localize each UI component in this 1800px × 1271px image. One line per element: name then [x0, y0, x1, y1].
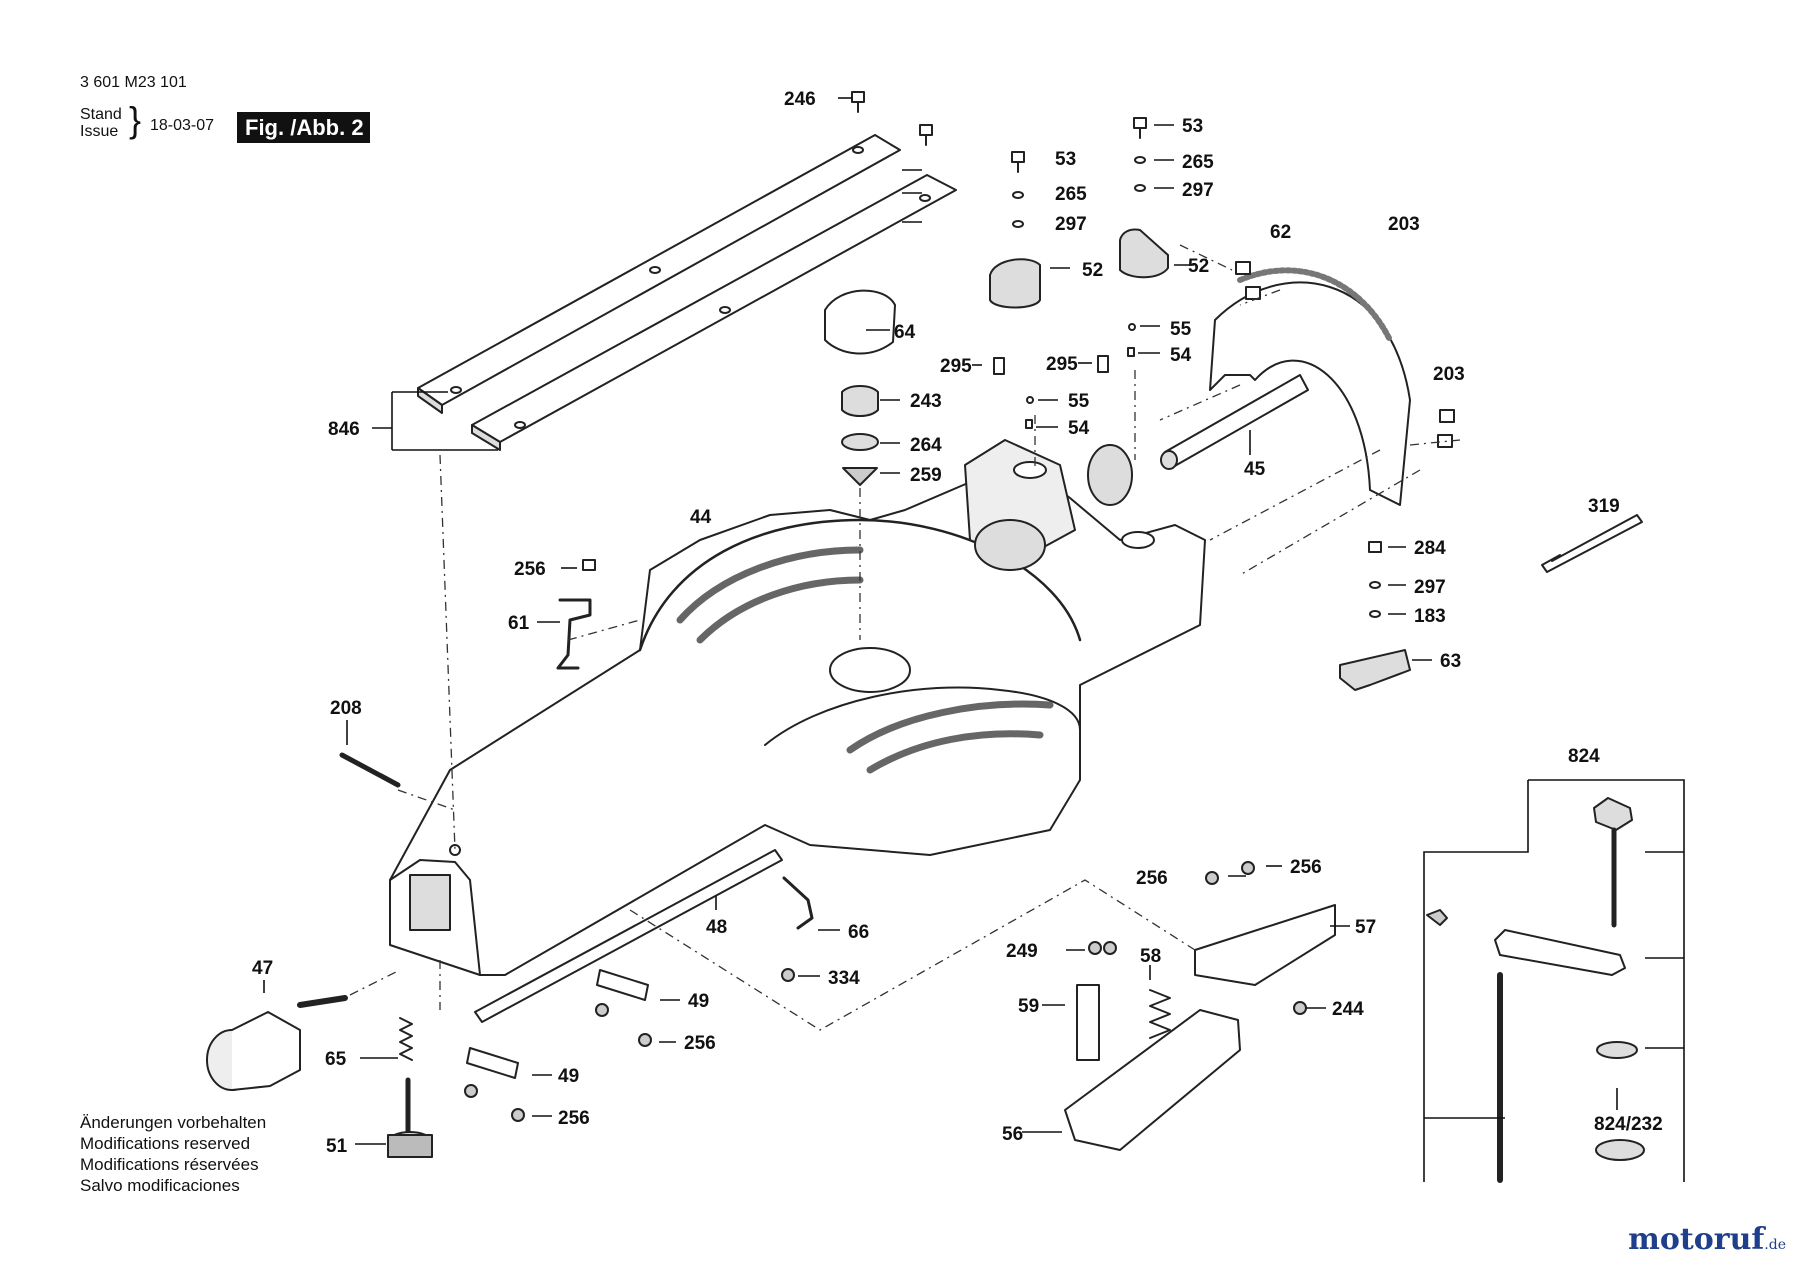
label-256: 256: [558, 1108, 590, 1129]
knob-51: [387, 1077, 433, 1158]
label-48: 48: [706, 917, 727, 938]
label-256: 256: [1136, 868, 1168, 889]
rod-48: [474, 849, 783, 1023]
label-256: 256: [514, 559, 546, 580]
label-54: 54: [1068, 418, 1090, 439]
brand-tld: .de: [1764, 1237, 1786, 1253]
bracket-66: [781, 876, 814, 982]
leader-lines: [263, 97, 1685, 1182]
label-297: 297: [1414, 577, 1446, 598]
label-243: 243: [910, 391, 942, 412]
clamp-824: [1426, 797, 1645, 1183]
label-49: 49: [688, 991, 709, 1012]
label-259: 259: [910, 465, 942, 486]
label-58: 58: [1140, 946, 1161, 967]
spring-65: [399, 1017, 413, 1061]
label-295: 295: [940, 356, 972, 377]
part-labels: 246 846 53 265 297 52 53 265 297 52 62 2…: [252, 89, 1663, 1157]
label-65: 65: [325, 1049, 347, 1070]
label-44: 44: [690, 507, 712, 528]
stand-label: Stand: [80, 106, 122, 123]
label-61: 61: [508, 613, 530, 634]
label-47: 47: [252, 958, 273, 979]
label-55: 55: [1170, 319, 1192, 340]
label-64: 64: [894, 322, 916, 343]
saw-base: [389, 439, 1206, 976]
bolt-208: [339, 752, 401, 788]
fence-rails: [417, 134, 957, 451]
label-334: 334: [828, 968, 860, 989]
label-265: 265: [1055, 184, 1087, 205]
label-244: 244: [1332, 999, 1364, 1020]
label-297: 297: [1182, 180, 1214, 201]
label-295: 295: [1046, 354, 1078, 375]
label-52: 52: [1082, 260, 1103, 281]
label-66: 66: [848, 922, 869, 943]
plates-49: [464, 969, 652, 1122]
note-es: Salvo modificaciones: [80, 1176, 240, 1195]
part-number: 3 601 M23 101: [80, 74, 187, 91]
bracket-61: [556, 598, 592, 670]
brace-glyph: }: [129, 99, 142, 140]
label-45: 45: [1244, 459, 1266, 480]
label-183: 183: [1414, 606, 1446, 627]
note-en: Modifications reserved: [80, 1134, 251, 1153]
modification-notes: Änderungen vorbehalten Modifications res…: [80, 1112, 266, 1196]
issue-label: Issue: [80, 123, 119, 140]
assembly-guides: [349, 244, 1461, 1031]
brand-watermark: motoruf.de: [1628, 1222, 1786, 1257]
label-53: 53: [1182, 116, 1203, 137]
knob-47: [206, 995, 348, 1091]
label-246: 246: [784, 89, 816, 110]
label-265: 265: [1182, 152, 1214, 173]
label-63: 63: [1440, 651, 1461, 672]
label-824: 824: [1568, 746, 1600, 767]
note-de: Änderungen vorbehalten: [80, 1113, 267, 1132]
label-249: 249: [1006, 941, 1038, 962]
label-49: 49: [558, 1066, 579, 1087]
label-203: 203: [1433, 364, 1465, 385]
label-256: 256: [1290, 857, 1322, 878]
label-62: 62: [1270, 222, 1291, 243]
label-52: 52: [1188, 256, 1209, 277]
brand-name: motoruf: [1628, 1222, 1765, 1257]
label-54: 54: [1170, 345, 1192, 366]
note-fr: Modifications réservées: [80, 1155, 259, 1174]
stop-knobs: [989, 228, 1169, 309]
miter-scale: [1209, 267, 1411, 506]
label-284: 284: [1414, 538, 1446, 559]
label-56: 56: [1002, 1124, 1023, 1145]
label-51: 51: [326, 1136, 348, 1157]
hex-key: [1541, 514, 1643, 573]
label-824-232: 824/232: [1594, 1114, 1663, 1135]
label-208: 208: [330, 698, 362, 719]
label-264: 264: [910, 435, 942, 456]
label-846: 846: [328, 419, 360, 440]
label-57: 57: [1355, 917, 1376, 938]
label-59: 59: [1018, 996, 1039, 1017]
label-55: 55: [1068, 391, 1090, 412]
figure-badge: Fig. /Abb. 2: [237, 112, 370, 143]
label-53: 53: [1055, 149, 1076, 170]
label-297: 297: [1055, 214, 1087, 235]
small-hardware: [582, 91, 1455, 618]
label-203: 203: [1388, 214, 1420, 235]
label-256: 256: [684, 1033, 716, 1054]
date-stamp: 18-03-07: [150, 117, 215, 134]
stop-63: [1339, 649, 1411, 691]
pivot-shaft: [1160, 374, 1309, 470]
label-319: 319: [1588, 496, 1620, 517]
extension-arm: [1064, 861, 1336, 1151]
cap-and-nut: [824, 289, 896, 486]
